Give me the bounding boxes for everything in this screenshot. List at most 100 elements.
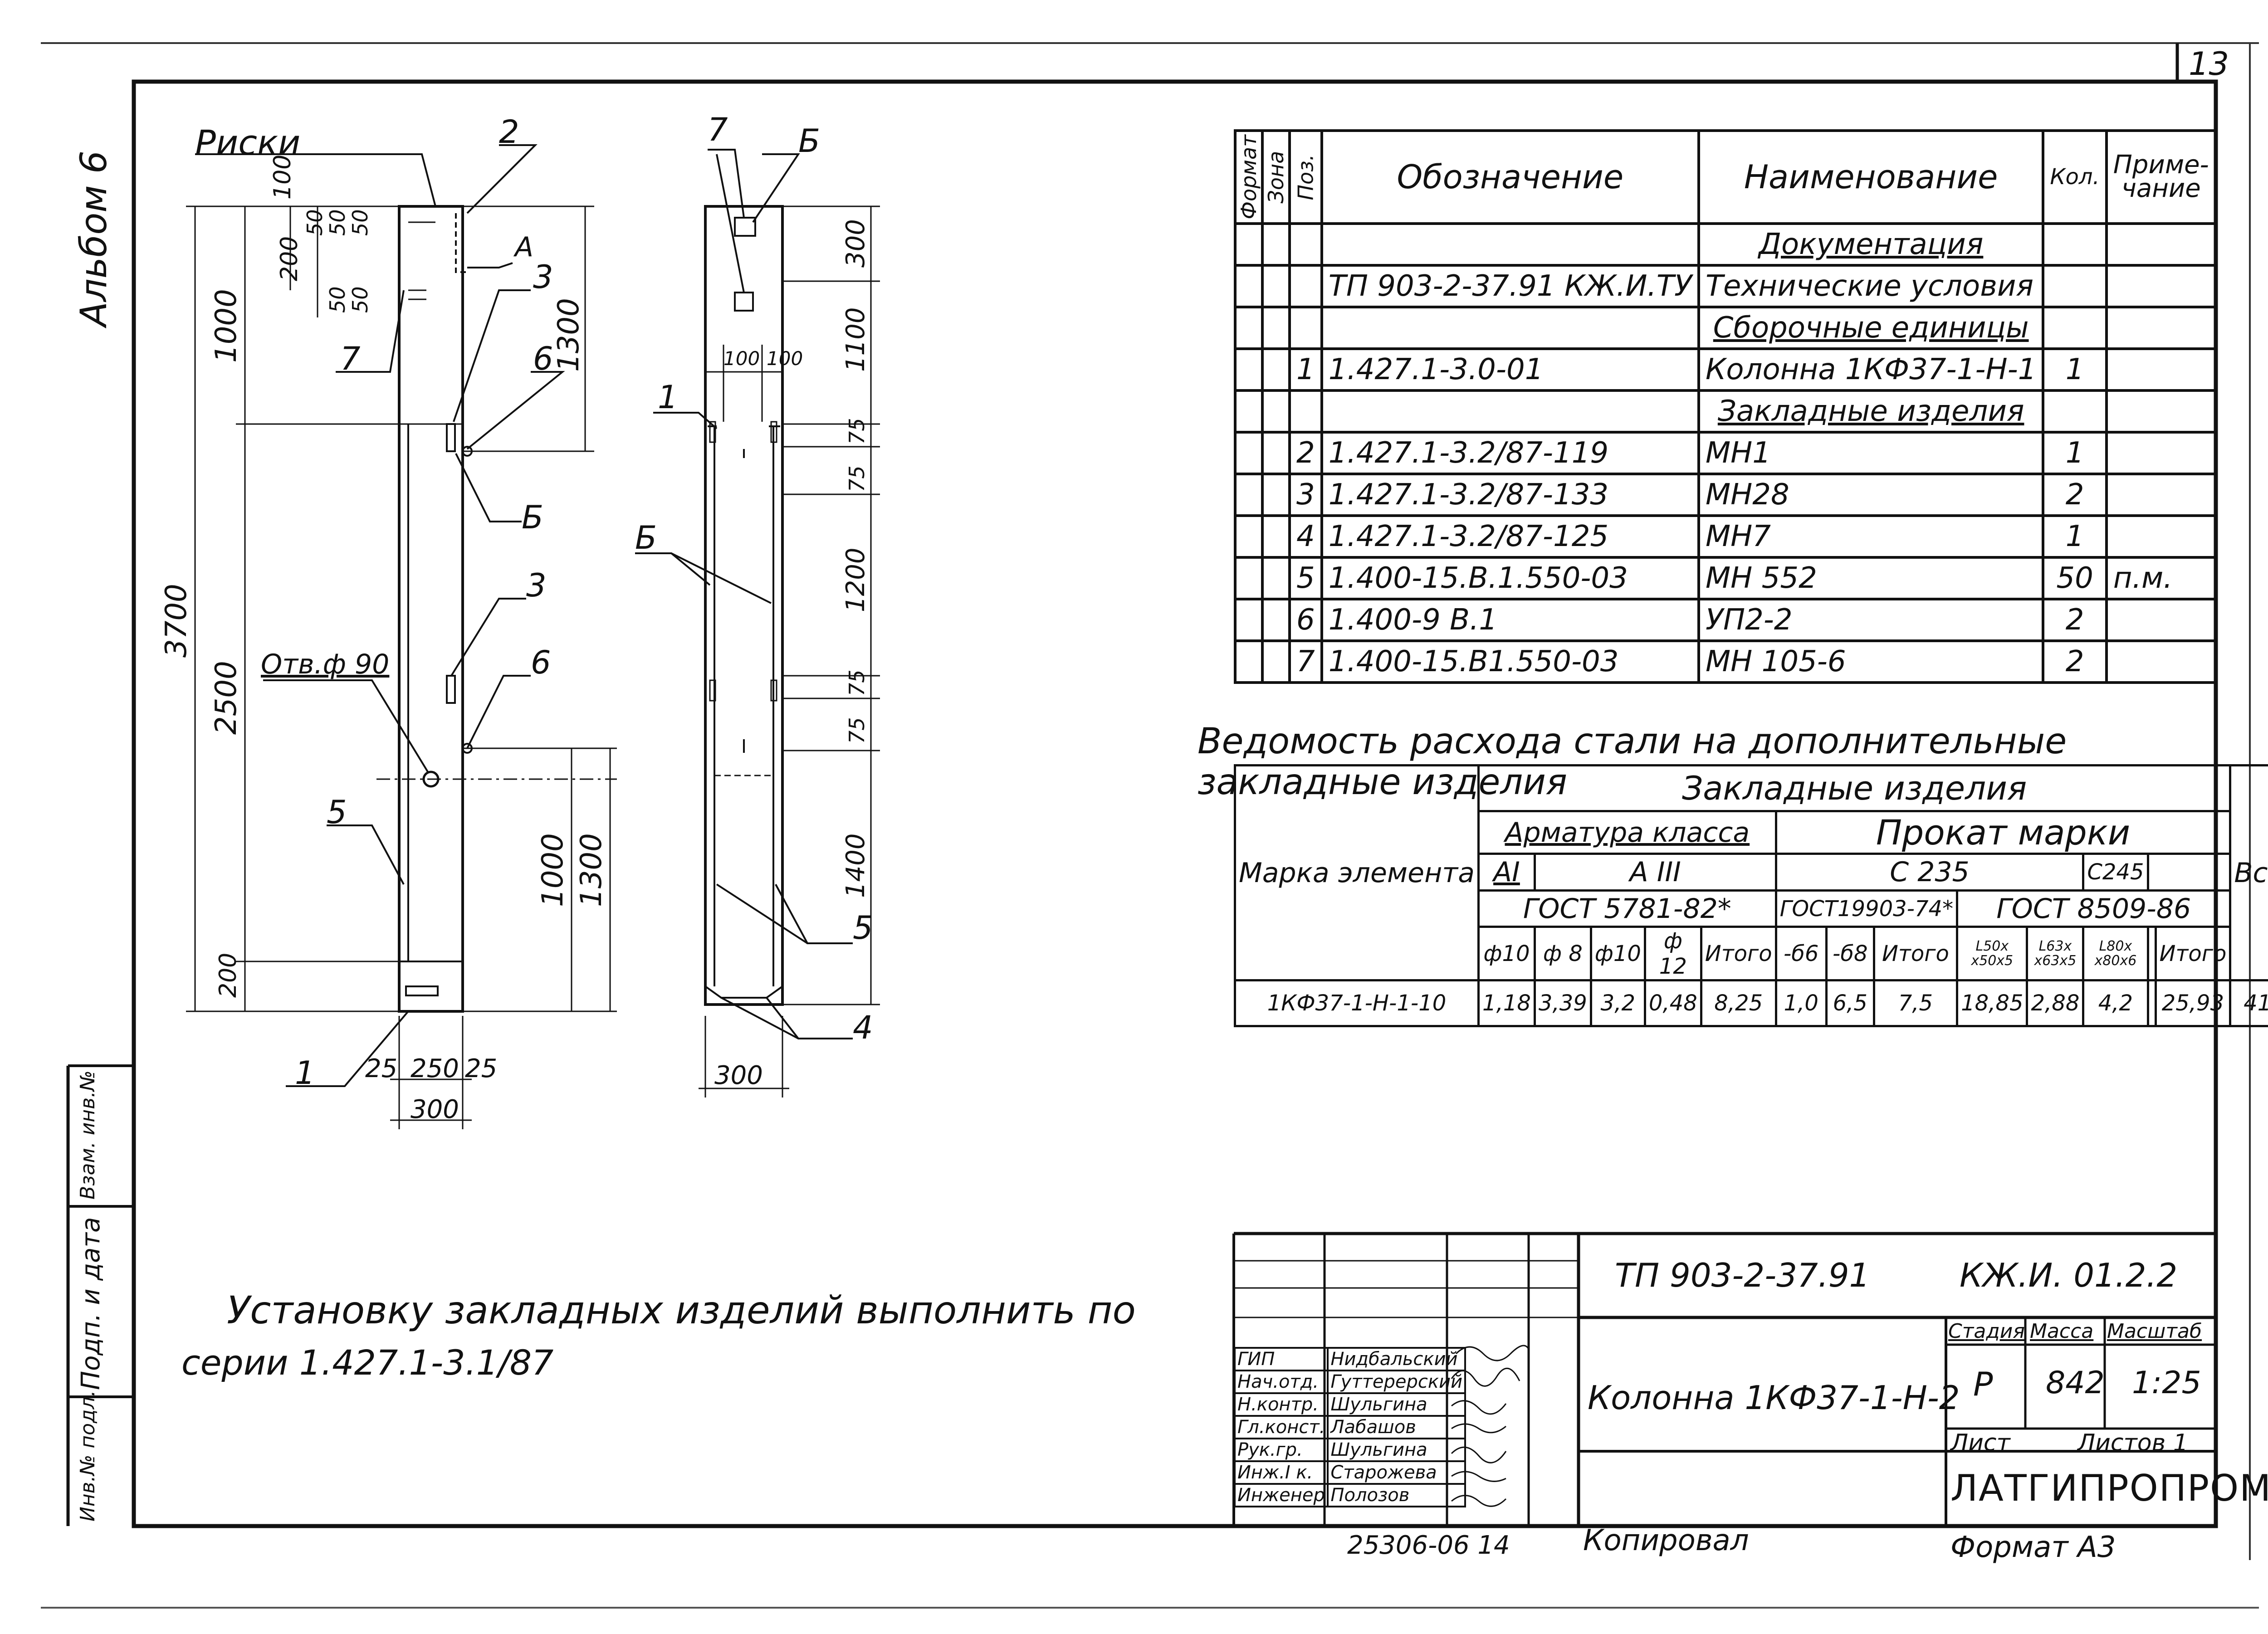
- steel-col-header: L80x x80x6: [2082, 926, 2149, 982]
- spec-name: Колонна 1КФ37-1-Н-1: [1697, 347, 2045, 392]
- tb-stage-label: Стадия: [1948, 1320, 2025, 1343]
- svg-text:250: 250: [411, 1054, 459, 1083]
- spec-note: [2105, 222, 2217, 267]
- h-rebar: Арматура класса: [1477, 810, 1777, 855]
- steel-col-header: Итого: [1872, 926, 1959, 982]
- h-embedded: Закладные изделия: [1477, 764, 2232, 812]
- svg-text:100: 100: [767, 347, 803, 370]
- h-name: Наименование: [1697, 129, 2045, 225]
- steel-col-header: [2146, 926, 2157, 982]
- svg-text:50: 50: [348, 209, 372, 236]
- spec-designation: 1.427.1-3.2/87-133: [1320, 472, 1700, 517]
- spec-format: [1234, 222, 1264, 267]
- steel-col-header: ф10: [1589, 926, 1646, 982]
- svg-text:25: 25: [465, 1054, 497, 1083]
- role-person: Шульгина: [1327, 1438, 1466, 1462]
- spec-zone: [1261, 514, 1291, 559]
- spec-note: [2105, 639, 2217, 684]
- specification-table: Формат Зона Поз. Обозначение Наименовани…: [1234, 129, 2217, 684]
- spec-designation: [1320, 222, 1700, 267]
- spec-qty: 2: [2042, 472, 2108, 517]
- spec-designation: [1320, 305, 1700, 350]
- steel-row-value: 0,48: [1643, 979, 1702, 1027]
- steel-col-header: Итого: [1700, 926, 1777, 982]
- steel-row-total: 41,68: [2229, 979, 2268, 1027]
- spec-pos: 4: [1288, 514, 1323, 559]
- steel-row-value: 18,85: [1956, 979, 2028, 1027]
- role-row: Инж.I к.Старожева: [1233, 1460, 1466, 1485]
- spec-qty: [2042, 305, 2108, 350]
- tb-sheet-label: Лист: [1950, 1429, 2010, 1457]
- svg-text:2500: 2500: [210, 661, 243, 735]
- h-note: Приме- чание: [2105, 129, 2217, 225]
- spec-format: [1234, 305, 1264, 350]
- h-ai: AI: [1477, 853, 1536, 892]
- svg-text:25: 25: [365, 1054, 397, 1083]
- spec-name: Документация: [1697, 222, 2045, 267]
- sheet-number: 13: [2189, 45, 2229, 83]
- tb-sheets-label: Листов 1: [2077, 1429, 2188, 1457]
- spec-format: [1234, 514, 1264, 559]
- h-total: Всего: [2229, 764, 2268, 982]
- steel-row-value: [2146, 979, 2157, 1027]
- h-c235: С 235: [1774, 853, 2085, 892]
- steel-row-value: 3,2: [1589, 979, 1646, 1027]
- spec-zone: [1261, 305, 1291, 350]
- lv-mark-6a: 6: [533, 340, 553, 377]
- spec-note: [2105, 472, 2217, 517]
- h-gost1: ГОСТ 5781-82*: [1477, 889, 1777, 928]
- spec-pos: 6: [1288, 597, 1323, 642]
- spec-zone: [1261, 222, 1291, 267]
- tb-code: КЖ.И. 01.2.2: [1960, 1256, 2178, 1294]
- tb-stage: Р: [1973, 1365, 1993, 1403]
- spec-row: Документация: [1234, 222, 2217, 267]
- spec-pos: 1: [1288, 347, 1323, 392]
- steel-row-value: 6,5: [1825, 979, 1875, 1027]
- spec-format: [1234, 556, 1264, 600]
- spec-qty: 2: [2042, 639, 2108, 684]
- spec-zone: [1261, 639, 1291, 684]
- role-person: Гуттерерский: [1327, 1370, 1466, 1394]
- spec-designation: 1.427.1-3.0-01: [1320, 347, 1700, 392]
- svg-text:200: 200: [276, 236, 303, 281]
- svg-text:1300: 1300: [552, 298, 586, 372]
- spec-note: п.м.: [2105, 556, 2217, 600]
- spec-pos: 5: [1288, 556, 1323, 600]
- svg-text:75: 75: [845, 717, 869, 744]
- steel-row-value: 3,39: [1533, 979, 1592, 1027]
- spec-name: МН7: [1697, 514, 2045, 559]
- steel-row-value: 8,25: [1700, 979, 1777, 1027]
- label-riski-text: Риски: [195, 122, 301, 163]
- role-row: Рук.гр.Шульгина: [1233, 1438, 1466, 1462]
- h-gost3: ГОСТ 8509-86: [1956, 889, 2232, 928]
- spec-name: Закладные изделия: [1697, 389, 2045, 434]
- role-person: Полозов: [1327, 1483, 1466, 1507]
- svg-text:100: 100: [269, 155, 296, 200]
- spec-format: [1234, 263, 1264, 308]
- steel-col-header: ф 8: [1533, 926, 1592, 982]
- spec-note: [2105, 514, 2217, 559]
- svg-text:1400: 1400: [841, 833, 870, 898]
- h-gost2: ГОСТ19903-74*: [1774, 889, 1959, 928]
- lv-mark-5: 5: [327, 794, 347, 831]
- spec-name: МН 105-6: [1697, 639, 2045, 684]
- steel-row-value: 2,88: [2026, 979, 2085, 1027]
- spec-zone: [1261, 347, 1291, 392]
- spec-pos: [1288, 263, 1323, 308]
- spec-note: [2105, 305, 2217, 350]
- svg-text:50: 50: [303, 209, 327, 236]
- rv-mark-7: 7: [708, 111, 728, 148]
- svg-text:3700: 3700: [160, 584, 193, 658]
- spec-qty: 50: [2042, 556, 2108, 600]
- steel-col-header: L63x x63x5: [2026, 926, 2085, 982]
- role-row: Н.контр.Шульгина: [1233, 1392, 1466, 1417]
- spec-format: [1234, 472, 1264, 517]
- lv-mark-3b: 3: [526, 567, 547, 604]
- spec-zone: [1261, 597, 1291, 642]
